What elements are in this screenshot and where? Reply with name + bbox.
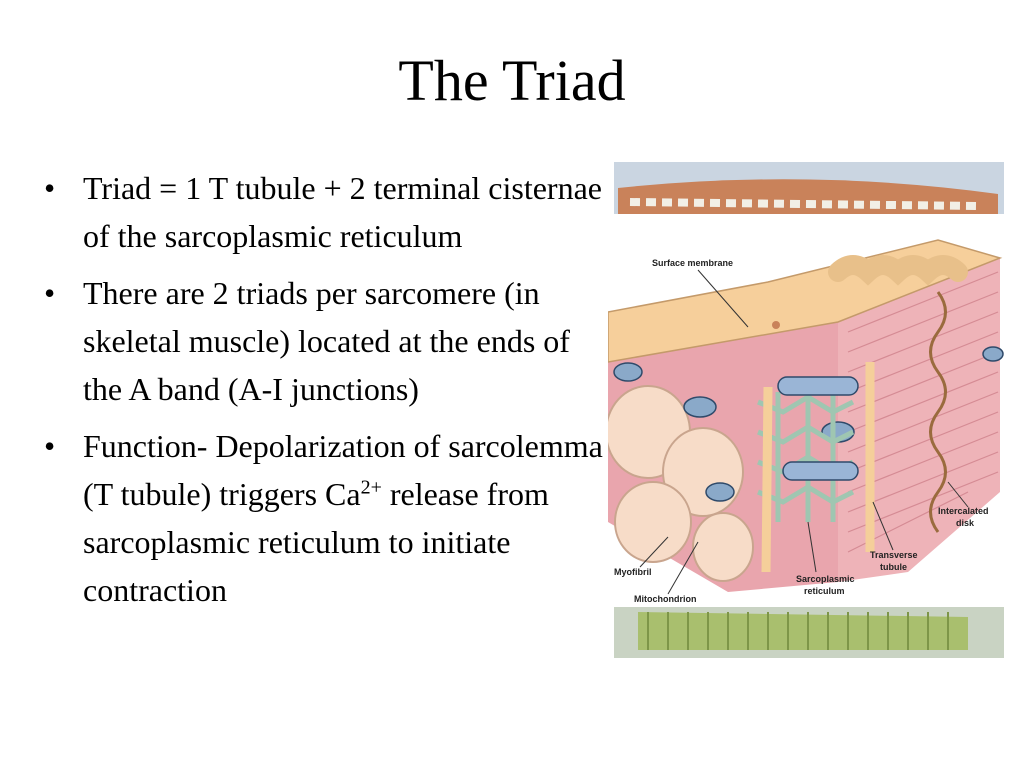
bullet-text-pre: Function- Depolarization of sarcolemma (… [83,428,603,512]
label-mitochondrion: Mitochondrion [634,594,697,604]
mitochondrion [705,482,735,502]
bullet-list: • Triad = 1 T tubule + 2 terminal cister… [44,164,604,623]
sarcoplasmic-reticulum-network [757,392,855,522]
bullet-item-triad-location: • There are 2 triads per sarcomere (in s… [44,269,604,413]
bullet-item-triad-function: • Function- Depolarization of sarcolemma… [44,422,604,614]
myofibril-cross-section [692,512,754,582]
label-disk: disk [956,518,975,528]
transverse-tubule [761,386,773,573]
bullet-text: Triad = 1 T tubule + 2 terminal cisterna… [83,170,602,254]
label-intercalated: Intercalated [938,506,989,516]
bullet-text-post: release from sarcoplasmic reticulum to i… [83,476,549,608]
label-sarcoplasmic: Sarcoplasmic [796,574,855,584]
label-tubule: tubule [880,562,907,572]
intercalated-disk-bulges [828,255,968,286]
bullet-dot-icon: • [44,428,56,464]
muscle-cell-illustration: Surface membrane Intercalated disk Trans… [608,162,1004,658]
intercalated-disk-line [929,291,947,533]
slide-title: The Triad [398,48,626,113]
bottom-strip-fibers [638,612,968,650]
label-leader-lines [639,269,969,595]
bullet-text: There are 2 triads per sarcomere (in ske… [83,275,570,407]
t-tubule-opening [772,321,780,329]
terminal-cisterna [782,461,859,481]
label-transverse: Transverse [870,550,918,560]
label-myofibril: Myofibril [614,567,652,577]
bullet-dot-icon: • [44,170,56,206]
label-reticulum: reticulum [804,586,845,596]
mitochondrion [613,362,643,382]
bullet-item-triad-definition: • Triad = 1 T tubule + 2 terminal cister… [44,164,604,260]
bullet-text-superscript: 2+ [360,476,382,499]
muscle-side-face [838,258,1000,582]
myofibril-cross-section [614,481,692,563]
bullet-dot-icon: • [44,275,56,311]
mitochondrion [683,396,717,418]
label-surface-membrane: Surface membrane [652,258,733,268]
muscle-cell-svg: Surface membrane Intercalated disk Trans… [608,162,1004,658]
bottom-strip-lines [647,612,949,650]
terminal-cisterna [777,376,859,396]
muscle-striations [847,271,999,553]
mitochondrion [982,346,1004,362]
top-strip-pattern [629,198,979,210]
